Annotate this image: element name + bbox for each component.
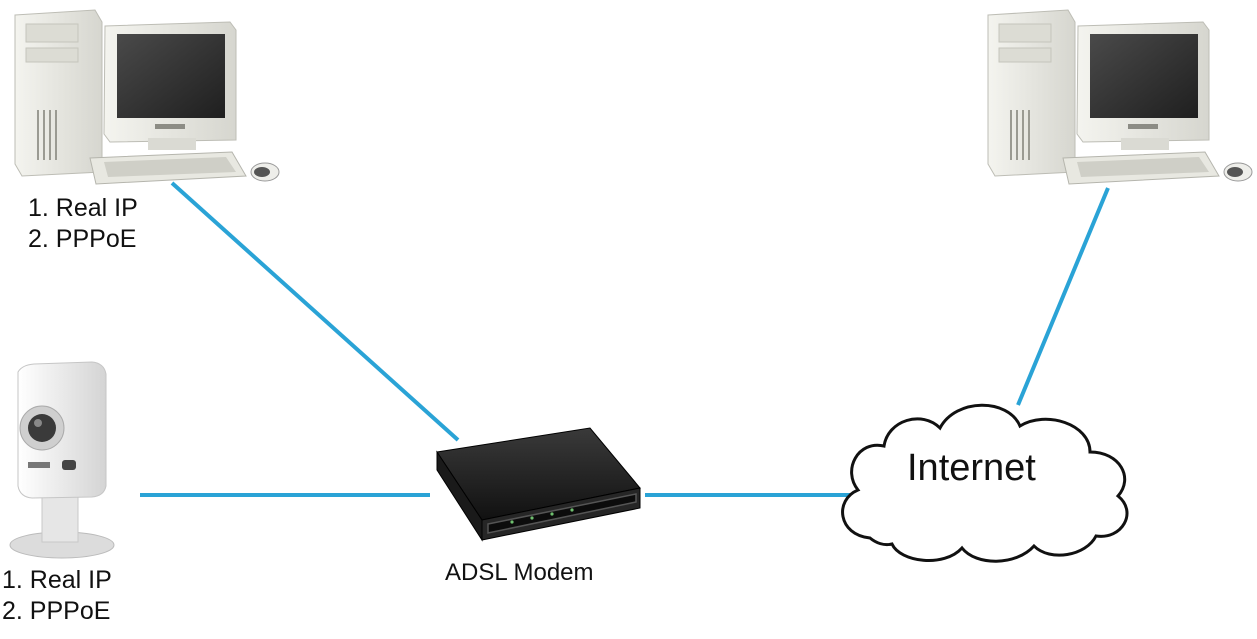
adsl-modem-icon	[436, 427, 641, 542]
pc-left-note-2: 2. PPPoE	[28, 225, 137, 254]
camera-note-1: 1. Real IP	[2, 566, 112, 594]
internet-label: Internet	[907, 447, 1036, 489]
pc-left-notes: 1. Real IP 2. PPPoE	[28, 193, 138, 256]
desktop-computer-right-icon	[987, 9, 1253, 185]
camera-notes: 1. Real IP 2. PPPoE	[2, 565, 112, 628]
internet-cloud-icon	[841, 403, 1129, 563]
links	[140, 181, 1110, 497]
desktop-computer-left-icon	[14, 9, 280, 185]
ip-camera-icon	[9, 361, 115, 559]
camera-note-2: 2. PPPoE	[2, 597, 111, 626]
pc-left-note-1: 1. Real IP	[28, 194, 138, 222]
modem-label: ADSL Modem	[445, 559, 594, 586]
link-pc-left-modem	[170, 181, 460, 442]
link-cloud-pc-right	[1016, 187, 1110, 406]
